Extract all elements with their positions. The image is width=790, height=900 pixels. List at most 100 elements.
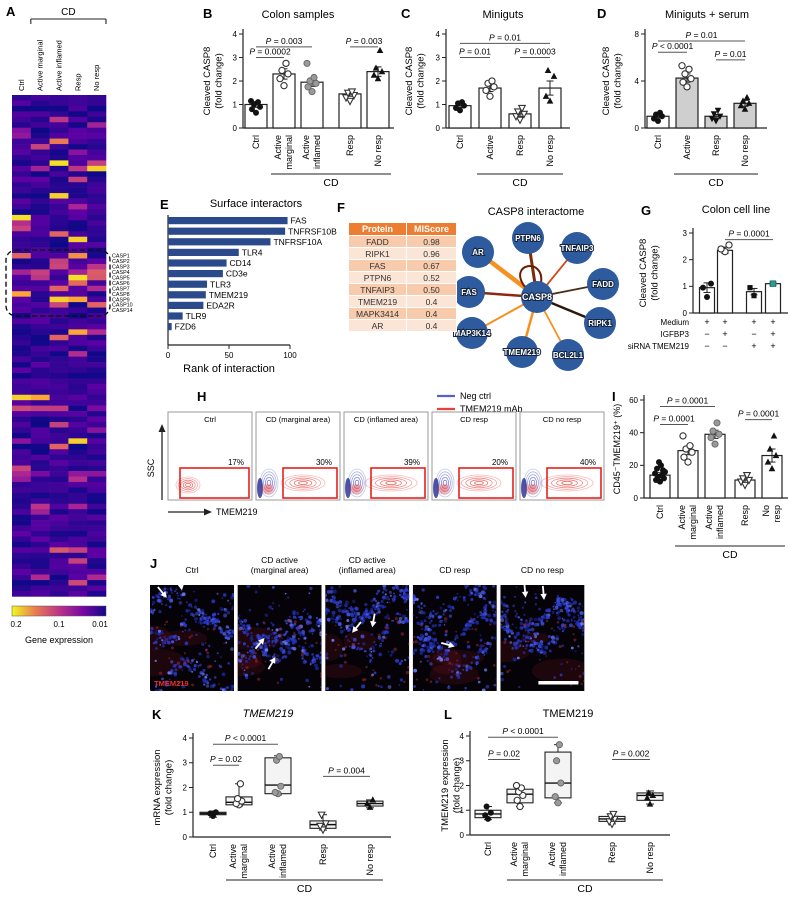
- nucleus-dot: [364, 602, 368, 607]
- nucleus-dot: [515, 612, 518, 615]
- nucleus-dot: [157, 688, 162, 691]
- stain-dot: [362, 678, 366, 682]
- nucleus-dot: [163, 596, 165, 599]
- heatmap-cell: [49, 585, 69, 592]
- stain-dot: [448, 661, 452, 665]
- nucleus-dot: [559, 673, 563, 677]
- y-tick-label: 0: [436, 124, 441, 133]
- heatmap-cell: [49, 291, 69, 297]
- nucleus-dot: [159, 694, 161, 696]
- nucleus-dot: [398, 593, 402, 597]
- nucleus-dot: [431, 650, 435, 653]
- nucleus-dot: [339, 664, 343, 668]
- nucleus-dot: [261, 633, 265, 637]
- nucleus-dot: [395, 585, 399, 588]
- x-row-sign: −: [704, 341, 709, 351]
- bar-label: TLR3: [210, 279, 231, 289]
- nucleus-dot: [218, 626, 222, 630]
- nucleus-dot: [271, 623, 275, 627]
- heatmap-cell: [49, 258, 69, 265]
- heatmap-cell: [49, 345, 69, 352]
- heatmap-cell: [12, 111, 32, 118]
- heatmap-cell: [68, 296, 88, 303]
- nucleus-dot: [430, 642, 433, 645]
- nucleus-dot: [470, 581, 473, 584]
- heatmap-cell: [49, 263, 69, 270]
- nucleus-dot: [301, 657, 304, 660]
- y-tick-label: 4: [635, 77, 640, 86]
- data-point: [515, 116, 525, 125]
- nucleus-dot: [418, 636, 423, 641]
- nucleus-dot: [271, 629, 274, 631]
- heatmap-cell: [12, 585, 32, 592]
- stain-dot: [193, 658, 196, 661]
- data-point: [542, 92, 550, 99]
- heatmap-cell: [68, 481, 88, 488]
- nucleus-dot: [208, 620, 211, 624]
- nucleus-dot: [217, 620, 220, 623]
- nucleus-dot: [481, 688, 486, 691]
- data-point: [369, 796, 377, 803]
- dense-blob: [345, 478, 351, 498]
- heatmap-cell: [49, 405, 69, 412]
- nucleus-dot: [325, 652, 329, 657]
- data-point: [660, 467, 666, 474]
- nucleus-dot: [419, 660, 422, 663]
- nucleus-dot: [224, 636, 228, 640]
- nucleus-dot: [504, 615, 507, 619]
- nucleus-dot: [279, 640, 284, 644]
- y-axis-label: (fold change): [416, 53, 427, 108]
- nucleus-dot: [226, 611, 230, 615]
- nucleus-dot: [226, 634, 231, 638]
- stain-dot: [357, 642, 360, 645]
- nucleus-dot: [390, 650, 395, 654]
- group-label: CD: [708, 177, 724, 189]
- heatmap-cell: [68, 242, 88, 248]
- heatmap-cell: [87, 285, 107, 292]
- data-point: [304, 83, 312, 91]
- nucleus-dot: [187, 665, 191, 669]
- nucleus-dot: [554, 608, 557, 611]
- nucleus-dot: [263, 644, 268, 648]
- nucleus-dot: [272, 639, 276, 643]
- p-value-label: P = 0.0001: [738, 409, 780, 419]
- heatmap-cell: [68, 356, 88, 363]
- data-point: [275, 753, 283, 761]
- heatmap-cell: [49, 154, 69, 161]
- nucleus-dot: [536, 632, 540, 636]
- nucleus-dot: [418, 611, 421, 614]
- nucleus-dot: [509, 641, 513, 644]
- heatmap-cell: [68, 432, 88, 439]
- heatmap-cell: [68, 258, 88, 265]
- nucleus-dot: [285, 622, 288, 625]
- nucleus-dot: [326, 590, 331, 594]
- data-point: [284, 70, 292, 78]
- nucleus-dot: [358, 616, 362, 619]
- nucleus-dot: [221, 688, 225, 691]
- nucleus-dot: [543, 613, 546, 616]
- nucleus-dot: [314, 659, 316, 661]
- y-tick-label: 4: [233, 30, 238, 39]
- contour: [465, 477, 493, 489]
- stain-dot: [320, 674, 322, 678]
- nucleus-dot: [351, 645, 356, 650]
- ssc-arrowhead-icon: [158, 424, 166, 432]
- heatmap-cell: [30, 574, 50, 581]
- heatmap-cell: [12, 214, 32, 221]
- nucleus-dot: [424, 628, 427, 632]
- heatmap-cell: [12, 411, 32, 417]
- node: [584, 307, 616, 339]
- heatmap-cell: [30, 454, 50, 461]
- heatmap-cell: [49, 531, 69, 537]
- heatmap-cell: [12, 514, 32, 521]
- nucleus-dot: [274, 638, 279, 643]
- nucleus-dot: [532, 639, 536, 644]
- nucleus-dot: [193, 663, 197, 668]
- nucleus-dot: [350, 623, 354, 628]
- x-axis-label: TMEM219: [216, 507, 258, 517]
- nucleus-dot: [227, 661, 230, 665]
- nucleus-dot: [544, 645, 549, 650]
- heatmap-cell: [87, 296, 107, 303]
- nucleus-dot: [422, 648, 426, 652]
